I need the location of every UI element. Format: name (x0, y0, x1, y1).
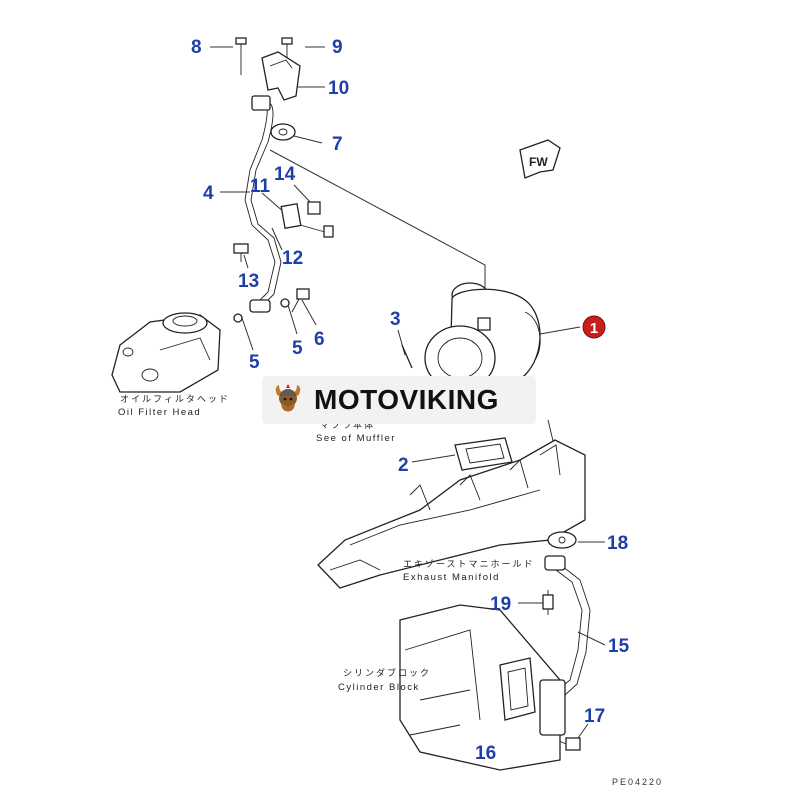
cylinder-block-label-jp: シリンダブロック (343, 667, 431, 678)
bolt-12 (299, 224, 334, 238)
turbocharger-1 (424, 282, 541, 391)
callout-10: 10 (328, 78, 349, 99)
stud-3 (401, 344, 413, 369)
cylinder-block-label-en: Cylinder Block (338, 682, 420, 693)
callout-4: 4 (203, 183, 214, 204)
callout-3: 3 (390, 309, 401, 330)
union-bolt-6 (291, 288, 310, 313)
clip-11 (280, 203, 302, 229)
callout-9: 9 (332, 37, 343, 58)
gasket-5 (233, 298, 290, 323)
callout-1: 1 (590, 320, 598, 337)
banjo-fitting (249, 299, 271, 313)
exhaust-manifold-label-en: Exhaust Manifold (403, 572, 500, 583)
oil-filter-head (111, 312, 221, 393)
callouts: 8 9 10 7 4 11 14 12 13 5 5 6 3 1 2 18 19… (191, 37, 630, 764)
callout-7: 7 (332, 134, 343, 155)
callout-16: 16 (475, 743, 496, 764)
callout-13: 13 (238, 271, 259, 292)
viking-logo-icon (275, 384, 301, 412)
muffler-label-jp: マフラ本体 (320, 419, 375, 430)
oil-filter-head-label-jp: オイルフィルタヘッド (120, 394, 230, 404)
callout-2: 2 (398, 455, 409, 476)
fw-arrow-label: FW (529, 155, 548, 169)
watermark-text: MOTOVIKING (314, 384, 499, 415)
gasket-18 (547, 531, 577, 549)
drawing-code: PE04220 (612, 777, 663, 787)
callout-6: 6 (314, 329, 325, 350)
muffler-label-en: See of Muffler (316, 433, 396, 444)
callout-5-left: 5 (249, 352, 260, 373)
bolt-8 (235, 37, 247, 75)
drain-tube-15 (544, 555, 591, 696)
callout-8: 8 (191, 37, 202, 58)
bolt-19 (542, 590, 554, 615)
callout-11: 11 (250, 176, 271, 197)
callout-17: 17 (584, 706, 605, 727)
bolt-13 (233, 243, 249, 262)
exhaust-manifold (317, 439, 586, 589)
oil-tube-4 (244, 95, 282, 309)
callout-19: 19 (490, 594, 511, 615)
callout-15: 15 (608, 636, 630, 657)
callout-14: 14 (274, 164, 296, 185)
callout-1-badge (582, 315, 606, 339)
forward-arrow-icon: FW (519, 139, 561, 179)
callout-12: 12 (282, 248, 303, 269)
exhaust-manifold-label-jp: エキゾーストマニホールド (403, 559, 535, 569)
bolt-14 (307, 201, 321, 215)
callout-5-right: 5 (292, 338, 303, 359)
watermark: MOTOVIKING (262, 376, 536, 424)
oil-filter-head-label-en: Oil Filter Head (118, 407, 201, 418)
cylinder-block (399, 604, 566, 771)
gasket-16 (499, 657, 536, 721)
gasket-7 (270, 123, 296, 141)
clamp-10 (261, 51, 301, 101)
callout-18: 18 (607, 533, 628, 554)
